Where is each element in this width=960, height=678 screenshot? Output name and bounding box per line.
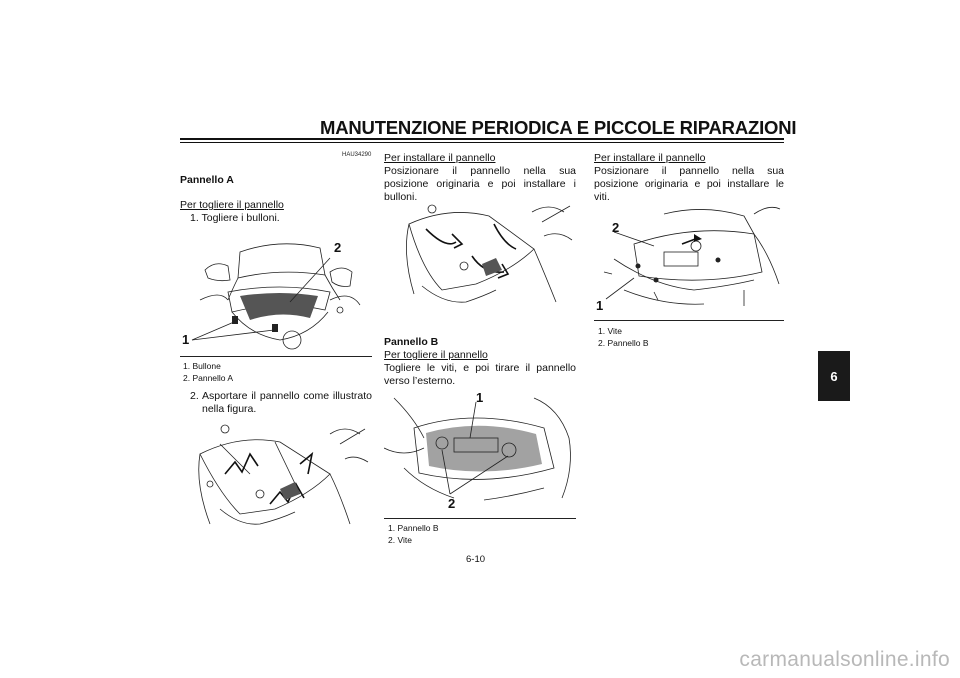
fig-b-label-2: 2 [448,496,455,511]
fig-b-install-label-1: 1 [596,298,603,313]
step-2-text: Asportare il pannello come illustrato ne… [202,390,372,415]
figure-panel-b-screws: 1 2 [384,390,571,511]
install-panel-b-text: Posizionare il pannello nella sua posizi… [594,165,784,203]
figure-panel-b-install: 2 1 [596,206,781,313]
caption-vite-3: 1. Vite [598,326,622,336]
caption-rule [180,356,372,357]
page-number: 6-10 [466,554,486,565]
doc-code: HAU34290 [342,152,372,158]
panel-a-heading: Pannello A [180,174,234,186]
caption-rule [384,518,576,519]
install-panel-a-text: Posizionare il pannello nella sua posizi… [384,165,576,203]
figure-panel-a-bolts: 1 2 [182,240,361,350]
install-panel-a-subheading: Per installare il pannello [384,152,496,164]
fig1-label-1: 1 [182,332,189,347]
header-rule [180,138,784,140]
caption-rule [594,320,784,321]
header-rule-thin [180,142,784,143]
fig-b-label-1: 1 [476,390,483,405]
step-1: 1. Togliere i bulloni. [190,212,280,224]
figure-panel-a-removal [198,424,369,525]
fig1-label-2: 2 [334,240,341,255]
panel-b-heading: Pannello B [384,336,439,348]
caption-pannello-b: 1. Pannello B [388,523,439,533]
caption-pannello-b-3: 2. Pannello B [598,338,649,348]
caption-pannello-a: 2. Pannello A [183,373,234,383]
caption-vite: 2. Vite [388,535,412,545]
step-2-number: 2. [190,390,199,402]
caption-bullone: 1. Bullone [183,361,221,371]
figure-panel-a-install [406,204,573,303]
remove-panel-b-subheading: Per togliere il pannello [384,349,488,361]
watermark: carmanualsonline.info [739,648,950,671]
section-tab[interactable]: 6 [818,351,850,401]
remove-panel-a-subheading: Per togliere il pannello [180,199,284,211]
fig-b-install-label-2: 2 [612,220,619,235]
install-panel-b-subheading: Per installare il pannello [594,152,706,164]
page-title: MANUTENZIONE PERIODICA E PICCOLE RIPARAZ… [320,117,797,138]
remove-panel-b-text: Togliere le viti, e poi tirare il pannel… [384,362,576,387]
